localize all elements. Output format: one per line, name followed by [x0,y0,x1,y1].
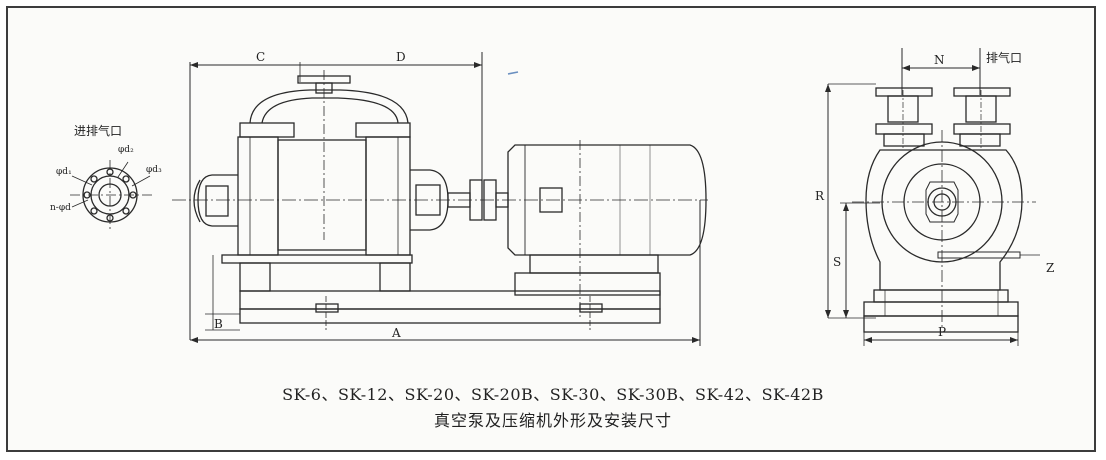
flange-detail [70,160,152,230]
drawing-title-caption: 真空泵及压缩机外形及安装尺寸 [433,411,672,430]
nd-label: n-φd [50,203,71,213]
d1-label: φd₁ [56,167,72,177]
bolt-hole [90,207,98,215]
dim-s-label: S [833,255,841,269]
dim-a-label: A [391,326,401,340]
z-label: Z [1046,261,1054,275]
flange-title-label: 进排气口 [74,123,122,138]
bolt-hole [90,175,98,183]
bolt-hole [122,175,130,183]
d2-label: φd₂ [118,145,134,155]
drawing-frame [6,6,1096,452]
dim-n-label: N [934,53,945,67]
dim-r-label: R [815,189,825,203]
model-list-caption: SK-6、SK-12、SK-20、SK-20B、SK-30、SK-30B、SK-… [282,385,824,404]
bolt-hole [122,207,130,215]
d3-label: φd₃ [146,165,162,175]
dim-d-label: D [396,50,406,64]
pump-side-view [172,52,708,346]
dim-p-label: P [938,325,946,339]
dim-c-label: C [256,50,265,64]
exhaust-label: 排气口 [986,50,1022,65]
pump-end-view [827,48,1040,346]
dim-b-label: B [214,317,223,331]
